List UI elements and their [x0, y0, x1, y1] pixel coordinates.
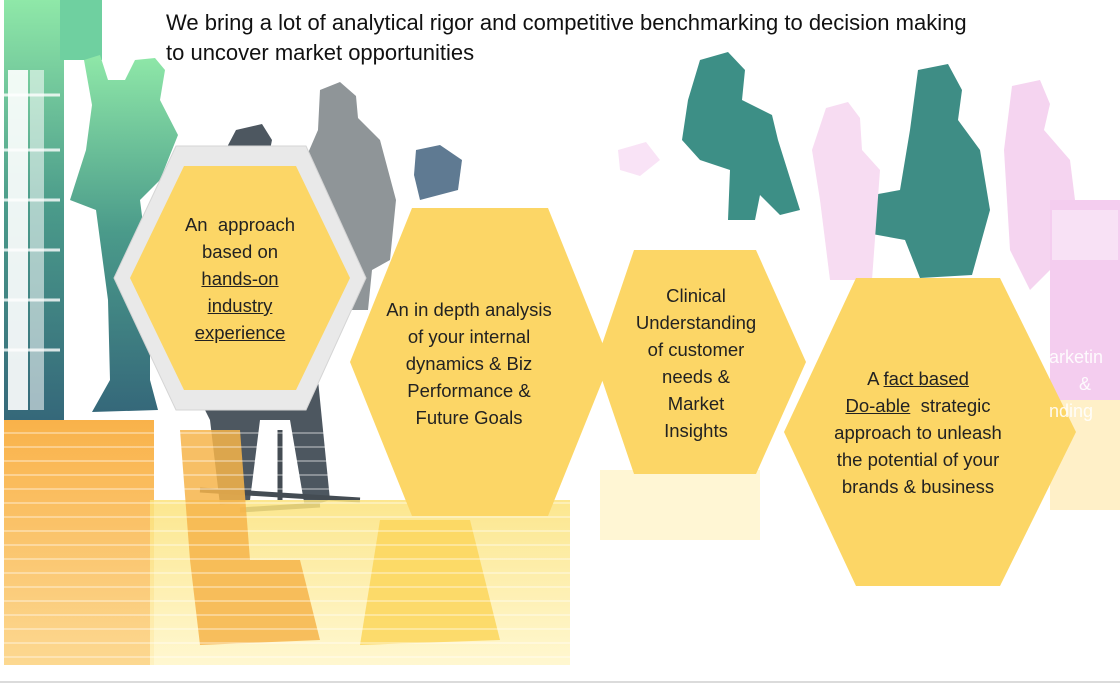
hex4-strategic: strategic: [910, 395, 991, 416]
hexagon-2: [350, 208, 610, 516]
hexagon-4: [784, 278, 1076, 586]
hex1-underlined: hands-on: [201, 268, 279, 289]
hex3-line: of customer: [647, 339, 745, 360]
hex1-line: based on: [201, 241, 279, 262]
hexagon-2-text: An in depth analysis of your internal dy…: [362, 296, 576, 431]
hex3-line: needs &: [662, 366, 730, 387]
hexagon-4-text: A fact based Do-able strategic approach …: [808, 365, 1028, 500]
hexagon-3-text: Clinical Understanding of customer needs…: [606, 282, 786, 444]
desk-pink: [1050, 200, 1120, 400]
bg-text-line-2: &: [1079, 374, 1092, 394]
hex2-line: dynamics & Biz: [405, 353, 533, 374]
reflection-right: [600, 470, 760, 540]
hex3-line: Clinical: [666, 285, 726, 306]
hex3-line: Market: [667, 393, 725, 414]
headline-line-1: We bring a lot of analytical rigor and c…: [166, 10, 967, 35]
hex2-line: An in depth analysis: [386, 299, 552, 320]
bg-text-line-3: nding: [1049, 401, 1094, 421]
person-silhouette-teal-pointing: [682, 52, 800, 220]
hex4-line-1: A fact based: [808, 365, 1028, 392]
hexagon-3: [596, 250, 806, 474]
person-silhouette-blue: [414, 145, 462, 200]
hex3-line: Insights: [664, 420, 728, 441]
person-silhouette-pink-small: [618, 142, 660, 176]
hexagon-1-text: An approach based on hands-on industry e…: [148, 211, 332, 346]
hex1-line: An approach: [184, 214, 296, 235]
headline-line-2: to uncover market opportunities: [166, 40, 475, 65]
background-marketing-text: arketin & nding: [1049, 344, 1120, 434]
slide-headline: We bring a lot of analytical rigor and c…: [166, 8, 1066, 68]
person-silhouette-teal-woman: [845, 64, 990, 278]
desk-panel: [1052, 210, 1118, 260]
person-silhouette-teal-left: [70, 55, 178, 412]
hex2-line: of your internal: [407, 326, 531, 347]
hex3-line: Understanding: [635, 312, 757, 333]
hex4-underlined-doable: Do-able: [845, 395, 911, 416]
hex1-underlined: experience: [194, 322, 286, 343]
hex4-line-2: Do-able strategic: [808, 392, 1028, 419]
hex1-underlined: industry: [207, 295, 273, 316]
person-silhouette-pink-middle: [812, 102, 880, 280]
hexagon-1: [130, 166, 350, 390]
shelving-silhouette: [4, 0, 102, 420]
hex2-line: Performance &: [407, 380, 531, 401]
hex2-line: Future Goals: [415, 407, 523, 428]
bg-text-line-1: arketin: [1049, 347, 1104, 367]
hex4-line: the potential of your: [836, 449, 1000, 470]
hex4-underlined-fact-based: fact based: [883, 368, 969, 389]
hex4-prefix: A: [867, 368, 884, 389]
hex4-line: approach to unleash: [834, 422, 1002, 443]
hex4-line: brands & business: [841, 476, 995, 497]
